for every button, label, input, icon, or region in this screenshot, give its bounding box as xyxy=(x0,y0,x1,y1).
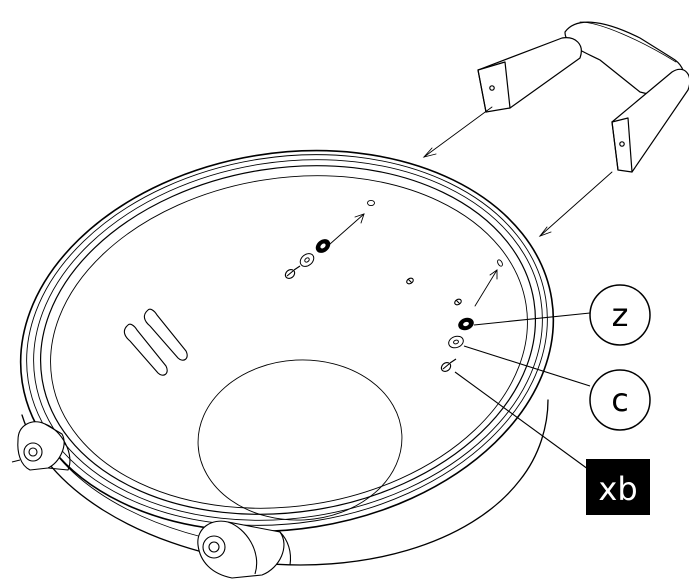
rim-ring-3 xyxy=(39,165,537,515)
hinge-bottom xyxy=(197,520,292,579)
callout-circle xyxy=(589,284,651,346)
handle-left-hole-icon xyxy=(489,85,495,91)
wall-slot-1 xyxy=(123,323,168,376)
screw-icon xyxy=(454,298,462,306)
washer-icon xyxy=(448,335,464,349)
callout-label-xb: xb xyxy=(598,470,637,508)
rubber-washer-icon xyxy=(458,317,474,331)
screw-icon xyxy=(284,265,301,279)
screw-icon xyxy=(440,358,457,372)
arrow-icon xyxy=(422,106,493,158)
arrow-icon xyxy=(538,171,613,237)
basket-body xyxy=(19,149,555,566)
callout-c: c xyxy=(589,369,651,431)
leader-c xyxy=(463,345,591,387)
arrow-icon xyxy=(329,213,365,245)
mounting-holes xyxy=(367,199,503,267)
callout-label-z: z xyxy=(612,296,629,334)
washer-icon xyxy=(299,253,315,267)
rim-inner-lip xyxy=(50,175,528,509)
callout-leaders xyxy=(454,312,593,473)
callout-circle xyxy=(589,369,651,431)
callout-box xyxy=(586,459,650,515)
callout-label-c: c xyxy=(611,381,629,419)
basket-base-oval xyxy=(197,359,403,521)
wall-slot-2 xyxy=(143,308,188,361)
hinge-left xyxy=(11,421,71,471)
assembly-arrows xyxy=(329,106,613,307)
hole-icon xyxy=(367,199,375,207)
leader-xb xyxy=(454,371,593,473)
rim-ring-1 xyxy=(26,154,548,526)
rim-outer-edge xyxy=(19,149,555,533)
callout-z: z xyxy=(589,284,651,346)
screw-icon xyxy=(406,277,414,285)
handle xyxy=(477,21,689,173)
leader-z xyxy=(473,312,591,326)
arrow-icon xyxy=(474,269,498,307)
hole-icon xyxy=(497,259,503,267)
basket-bottom-shell xyxy=(21,399,549,566)
hardware-set-right xyxy=(440,317,474,372)
hardware-set-left xyxy=(284,239,331,279)
rim-ring-2 xyxy=(33,159,543,521)
callout-xb: xb xyxy=(586,459,650,515)
handle-right-hole-icon xyxy=(619,141,625,147)
rubber-washer-icon xyxy=(315,239,331,253)
